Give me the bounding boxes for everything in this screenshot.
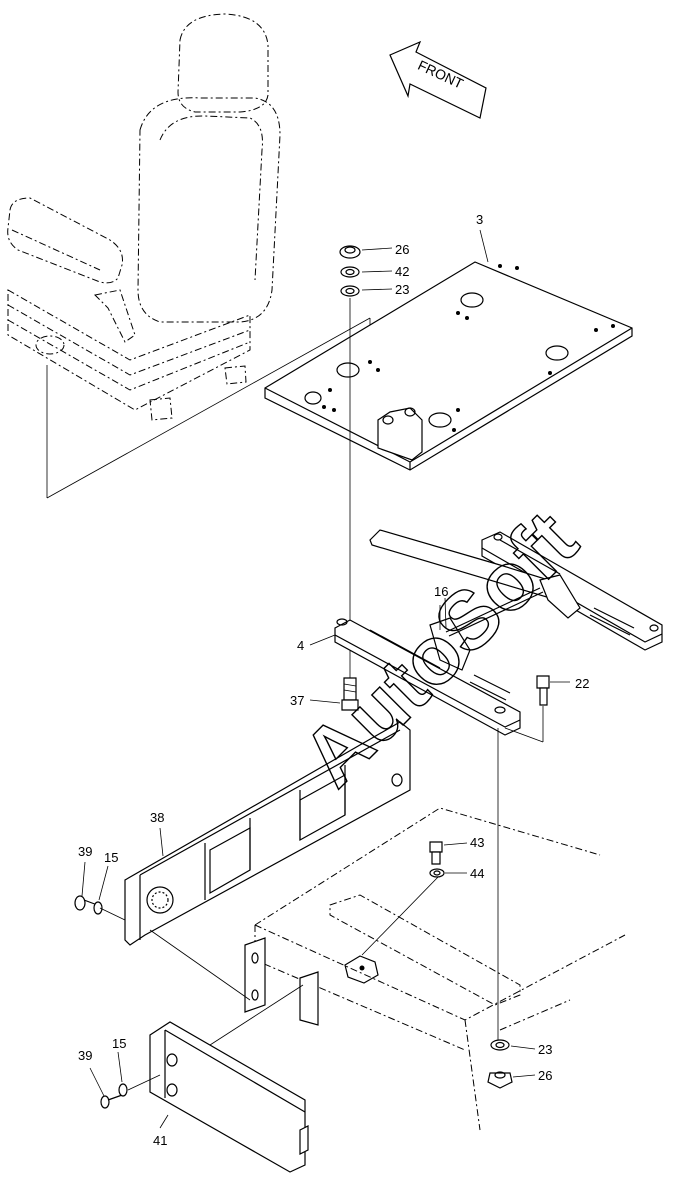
leader-lines bbox=[159, 229, 489, 857]
bolt-22 bbox=[504, 675, 570, 743]
side-cover bbox=[124, 721, 411, 946]
cab-frame-phantom bbox=[149, 728, 626, 1131]
bottom-hardware bbox=[487, 1039, 536, 1089]
seat-phantom bbox=[7, 13, 371, 499]
slide-rails bbox=[334, 529, 663, 736]
callout-16: 16 bbox=[434, 584, 448, 599]
front-arrow: FRONT bbox=[389, 40, 487, 119]
callout-39-bottom: 39 bbox=[78, 1048, 92, 1063]
callout-41: 41 bbox=[153, 1133, 167, 1148]
callout-37: 37 bbox=[290, 693, 304, 708]
callout-39-top: 39 bbox=[78, 844, 92, 859]
watermark: AutoSoft bbox=[285, 495, 594, 804]
washer-44 bbox=[429, 868, 467, 878]
callout-15-bottom: 15 bbox=[112, 1036, 126, 1051]
callout-26-top: 26 bbox=[395, 242, 409, 257]
callout-42: 42 bbox=[395, 264, 409, 279]
callout-38: 38 bbox=[150, 810, 164, 825]
front-cover bbox=[149, 1021, 309, 1173]
callout-44: 44 bbox=[470, 866, 484, 881]
bolt-43 bbox=[429, 841, 468, 865]
callout-3: 3 bbox=[476, 212, 483, 227]
screw-39-top bbox=[74, 861, 126, 921]
callout-43: 43 bbox=[470, 835, 484, 850]
callout-4: 4 bbox=[297, 638, 304, 653]
callout-15-top: 15 bbox=[104, 850, 118, 865]
callout-22: 22 bbox=[575, 676, 589, 691]
callout-26-bottom: 26 bbox=[538, 1068, 552, 1083]
callout-23-bottom: 23 bbox=[538, 1042, 552, 1057]
callout-23-top: 23 bbox=[395, 282, 409, 297]
callout-labels: 3 26 42 23 16 4 22 37 38 43 39 15 44 15 … bbox=[78, 212, 589, 1148]
bolt-37 bbox=[309, 677, 359, 711]
top-hardware-stack bbox=[339, 245, 393, 680]
mounting-plate bbox=[264, 261, 633, 471]
screw-39-bottom bbox=[89, 1051, 169, 1129]
